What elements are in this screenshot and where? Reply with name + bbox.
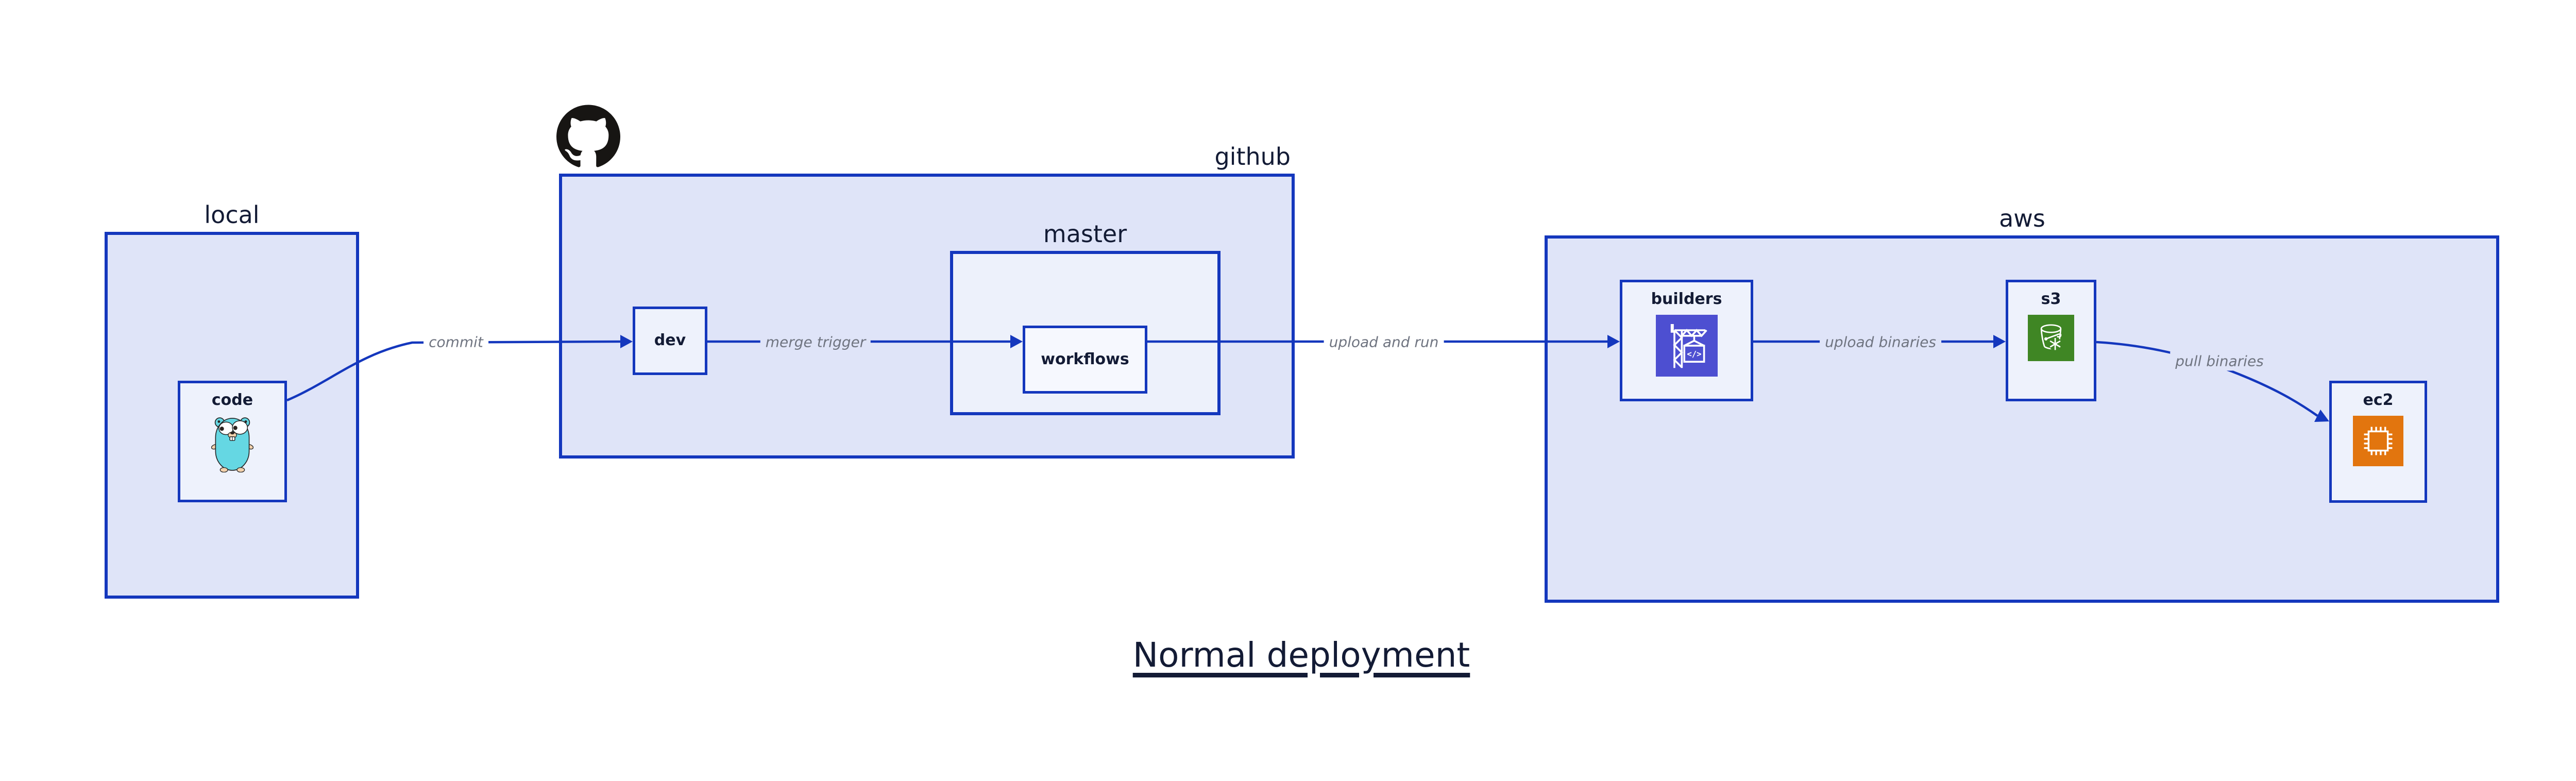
edge-label-upload-binaries: upload binaries	[1820, 332, 1941, 352]
edge-label-pull-binaries: pull binaries	[2170, 351, 2269, 371]
diagram-title: Normal deployment	[1132, 635, 1470, 675]
node-label-ec2: ec2	[2363, 391, 2394, 409]
node-label-builders: builders	[1651, 290, 1722, 308]
node-code: code	[178, 381, 287, 502]
node-label-workflows: workflows	[1041, 350, 1129, 368]
node-label-code: code	[211, 391, 253, 409]
node-workflows: workflows	[1023, 326, 1147, 394]
svg-text:</>: </>	[1687, 349, 1701, 359]
node-label-dev: dev	[654, 331, 686, 350]
group-label-local: local	[204, 201, 260, 229]
edge-label-merge-trigger: merge trigger	[760, 332, 871, 352]
group-label-aws: aws	[1999, 205, 2045, 232]
edge-label-commit: commit	[423, 332, 488, 352]
group-label-github: github	[1214, 143, 1291, 171]
s3-bucket-icon	[2028, 314, 2074, 361]
node-s3: s3	[2006, 280, 2096, 401]
go-gopher-icon	[211, 417, 253, 472]
group-label-master: master	[1043, 220, 1127, 248]
node-builders: builders </>	[1620, 280, 1753, 401]
github-octocat-icon	[556, 105, 620, 167]
edge-label-upload-and-run: upload and run	[1324, 332, 1444, 352]
node-dev: dev	[633, 307, 707, 375]
ec2-chip-icon	[2353, 415, 2403, 466]
node-label-s3: s3	[2041, 290, 2061, 308]
codebuild-crane-icon: </>	[1655, 314, 1718, 377]
node-ec2: ec2	[2329, 381, 2427, 503]
